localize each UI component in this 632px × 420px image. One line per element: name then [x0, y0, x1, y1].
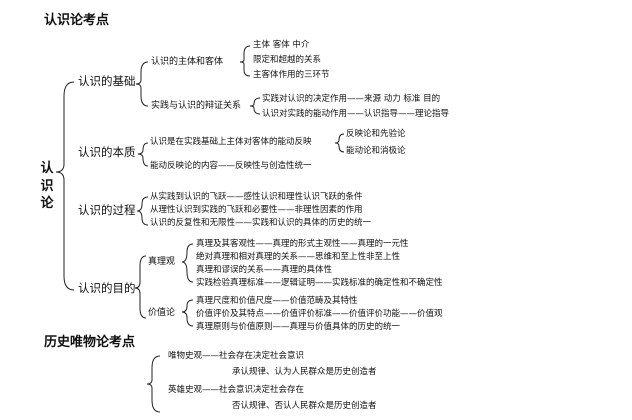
- section-title-epistemology: 认识论考点: [44, 13, 110, 28]
- heroic-line-2: 否认规律、否认人民群众是历史创造者: [232, 401, 377, 411]
- value-item-2: 价值评价及其特点——价值评价标准——价值评价功能——价值观: [196, 309, 443, 319]
- node-subject-object: 认识的主体和客体: [151, 57, 224, 67]
- node-purpose: 认识的目的: [78, 281, 136, 295]
- process-bracket: [136, 196, 149, 226]
- truth-bracket: [181, 243, 194, 283]
- truth-item-4: 实践检验真理标准——逻辑证明——实践标准的确定性和不确定性: [196, 278, 443, 288]
- materialist-line-1: 唯物史观——社会存在决定社会意识: [168, 351, 305, 361]
- node-basis: 认识的基础: [78, 74, 136, 88]
- subject-object-item-3: 主客体作用的三环节: [253, 70, 330, 80]
- node-essence: 认识的本质: [78, 145, 136, 159]
- essence-sub-item-1: 反映论和先验论: [346, 129, 406, 139]
- value-item-1: 真理尺度和价值尺度——价值范畴及其特性: [196, 296, 358, 306]
- subject-object-bracket: [239, 45, 251, 77]
- materialist-line-2: 承认规律、认为人民群众是历史创造者: [232, 367, 377, 377]
- purpose-bracket: [134, 255, 147, 319]
- truth-item-3: 真理和谬误的关系——真理的具体性: [196, 265, 333, 275]
- practice-item-2: 认识对实践的能动作用——认识指导——理论指导: [262, 109, 450, 119]
- process-item-1: 从实践到认识的飞跃——感性认识和理性认识飞跃的条件: [150, 192, 363, 202]
- essence-bracket: [137, 142, 149, 167]
- value-item-3: 真理原则与价值原则——真理与价值具体的历史的统一: [196, 322, 401, 332]
- essence-sub-item-2: 能动论和消极论: [346, 146, 406, 156]
- practice-item-1: 实践对认识的决定作用——来源 动力 标准 目的: [262, 94, 441, 104]
- practice-bracket: [249, 97, 261, 115]
- root-bracket: [55, 81, 75, 291]
- subject-object-item-1: 主体 客体 中介: [253, 40, 310, 50]
- history-bracket: [146, 355, 161, 413]
- reflection-bracket: [334, 133, 345, 153]
- value-bracket: [181, 299, 194, 327]
- basis-bracket: [135, 61, 149, 107]
- process-item-2: 从理性认识到实践的飞跃和必要性——非理性因素的作用: [150, 205, 363, 215]
- essence-extra: 能动反映论的内容——反映性与创造性统一: [150, 161, 312, 171]
- node-practice-relation: 实践与认识的辩证关系: [151, 101, 242, 111]
- node-truth: 真理观: [148, 257, 176, 267]
- heroic-line-1: 英雄史观——社会意识决定社会存在: [168, 385, 305, 395]
- truth-item-2: 绝对真理和相对真理的关系——思维和至上性非至上性: [196, 252, 401, 262]
- essence-definition: 认识是在实践基础上主体对客体的能动反映: [150, 137, 312, 147]
- subject-object-item-2: 限定和超越的关系: [253, 55, 322, 65]
- section-title-historical-materialism: 历史唯物论考点: [44, 335, 136, 350]
- process-item-3: 认识的反复性和无限性——实践和认识的具体的历史的统一: [150, 218, 372, 228]
- root-label: 认识论: [40, 161, 54, 212]
- node-value: 价值论: [148, 308, 176, 318]
- truth-item-1: 真理及其客观性——真理的形式主观性——真理的一元性: [196, 239, 409, 249]
- node-process: 认识的过程: [78, 203, 136, 217]
